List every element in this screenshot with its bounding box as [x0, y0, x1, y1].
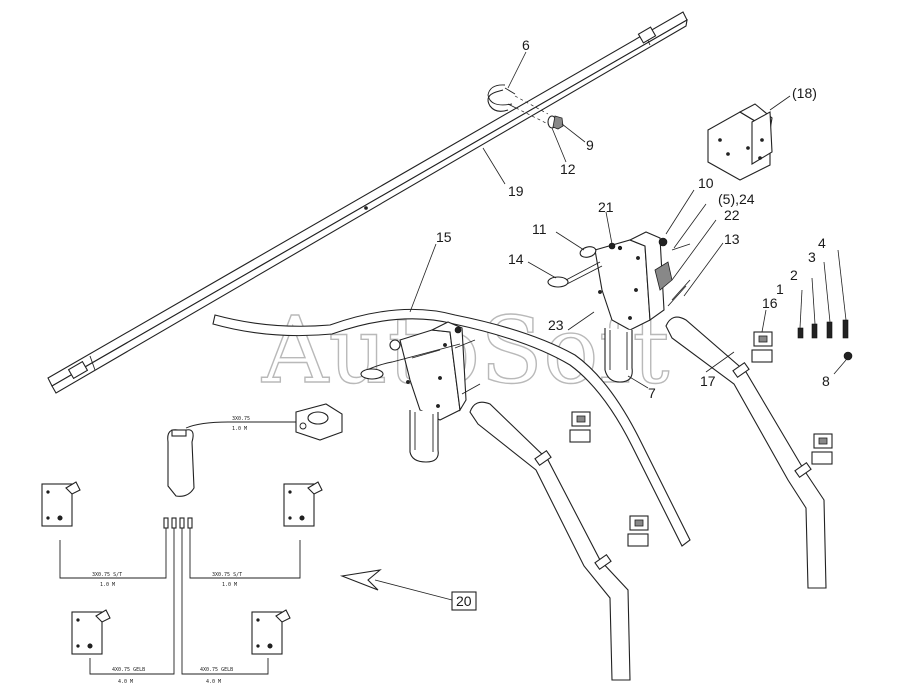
callout-10: 10: [698, 175, 714, 191]
callout-17: 17: [700, 373, 716, 389]
callout-11: 11: [532, 221, 547, 237]
wiring-harness: 3X0.75 1.0 M 3X0.75 S/T 1.0 M 3X0.75 S/T…: [41, 403, 477, 685]
callout-20: 20: [456, 593, 472, 609]
callouts: 6 9 12 19 (18) 10 (5),24 22 13 21 11 14 …: [436, 37, 830, 609]
bolts: [797, 319, 853, 361]
callout-12: 12: [560, 161, 576, 177]
top-cable-length: 1.0 M: [232, 426, 247, 432]
retaining-pin: [547, 242, 623, 288]
long-bar: [47, 11, 688, 394]
right-stay-arm: [665, 316, 827, 589]
bottom-right-cable-label: 4X0.75 GELB: [200, 667, 233, 673]
bottom-left-cable-label: 4X0.75 GELB: [112, 667, 145, 673]
clamp-blocks: [569, 331, 833, 547]
arched-tube: [212, 308, 691, 547]
top-cable-label: 3X0.75: [232, 416, 250, 422]
bottom-left-cable-length: 4.0 M: [118, 679, 133, 685]
callout-23: 23: [548, 317, 564, 333]
callout-3: 3: [808, 249, 816, 265]
right-cable-label: 3X0.75 S/T: [212, 572, 242, 578]
callout-9: 9: [586, 137, 594, 153]
callout-14: 14: [508, 251, 524, 267]
callout-21: 21: [598, 199, 614, 215]
left-cable-length: 1.0 M: [100, 582, 115, 588]
callout-15: 15: [436, 229, 452, 245]
leader-lines: [409, 51, 847, 389]
right-mount-plate: [594, 231, 691, 383]
u-bolt: [487, 84, 564, 130]
callout-18: (18): [792, 85, 817, 101]
left-cable-label: 3X0.75 S/T: [92, 572, 122, 578]
callout-22: 22: [724, 207, 740, 223]
callout-16: 16: [762, 295, 778, 311]
callout-6: 6: [522, 37, 530, 53]
left-stay-arm: [469, 401, 631, 681]
callout-7: 7: [648, 385, 656, 401]
callout-1: 1: [776, 281, 784, 297]
callout-8: 8: [822, 373, 830, 389]
callout-5-24: (5),24: [718, 191, 755, 207]
callout-19: 19: [508, 183, 524, 199]
bottom-right-cable-length: 4.0 M: [206, 679, 221, 685]
callout-13: 13: [724, 231, 740, 247]
callout-4: 4: [818, 235, 826, 251]
bracket-18: [707, 103, 773, 181]
left-mount-plate: [360, 321, 481, 463]
callout-2: 2: [790, 267, 798, 283]
right-cable-length: 1.0 M: [222, 582, 237, 588]
